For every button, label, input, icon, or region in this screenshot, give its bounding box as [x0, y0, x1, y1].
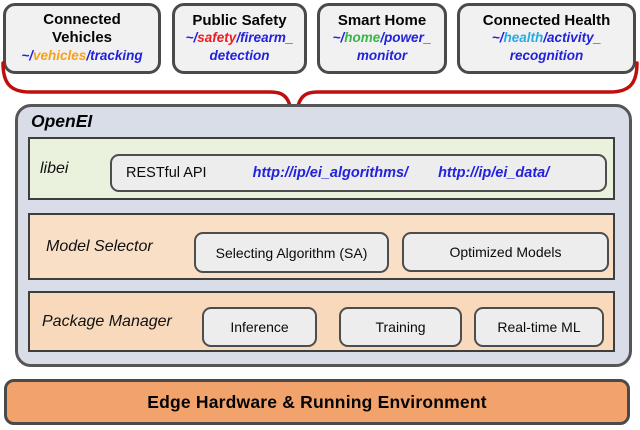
api-url-algorithms: http://ip/ei_algorithms/ — [252, 165, 409, 181]
restful-api-label: RESTful API — [126, 165, 207, 181]
training-box: Training — [339, 307, 462, 347]
path-segment: health — [503, 30, 544, 46]
app-box-smart-home: Smart Home ~/home/power_ monitor — [317, 3, 447, 74]
app-path: ~/home/power_ — [333, 30, 432, 46]
api-url-data: http://ip/ei_data/ — [438, 165, 550, 181]
path-segment: ~/ — [21, 48, 34, 64]
realtime-ml-label: Real-time ML — [497, 319, 581, 335]
path-segment: /firearm_ — [236, 30, 294, 46]
app-box-connected-health: Connected Health ~/health/activity_ reco… — [457, 3, 636, 74]
app-title: Connected — [43, 11, 121, 29]
app-path: ~/safety/firearm_ — [186, 30, 294, 46]
path-segment: ~/ — [185, 30, 198, 46]
restful-api-box: RESTful API http://ip/ei_algorithms/ htt… — [110, 154, 607, 192]
training-label: Training — [375, 319, 426, 335]
inference-label: Inference — [230, 319, 289, 335]
app-path: ~/vehicles/tracking — [21, 48, 142, 64]
path-segment: ~/ — [332, 30, 345, 46]
path-segment: vehicles — [33, 48, 87, 64]
app-path: monitor — [357, 48, 407, 64]
app-box-connected-vehicles: Connected Vehicles ~/vehicles/tracking — [3, 3, 161, 74]
path-segment: recognition — [509, 47, 584, 63]
layer-libei: libei RESTful API http://ip/ei_algorithm… — [28, 137, 615, 200]
path-segment: safety — [197, 30, 237, 46]
path-segment: /power_ — [380, 30, 432, 46]
package-manager-label: Package Manager — [42, 312, 172, 330]
app-box-public-safety: Public Safety ~/safety/firearm_ detectio… — [172, 3, 307, 74]
layer-package-manager: Package Manager Inference Training Real-… — [28, 291, 615, 352]
app-path: recognition — [510, 48, 584, 64]
app-path: detection — [209, 48, 269, 64]
path-segment: /tracking — [86, 48, 143, 64]
path-segment: /activity_ — [543, 30, 602, 46]
inference-box: Inference — [202, 307, 317, 347]
optimized-models-label: Optimized Models — [449, 244, 562, 260]
path-segment: home — [344, 30, 381, 46]
path-segment: monitor — [356, 47, 408, 63]
app-path: ~/health/activity_ — [492, 30, 601, 46]
libei-label: libei — [40, 159, 69, 177]
openei-label: OpenEI — [31, 111, 93, 131]
optimized-models-box: Optimized Models — [402, 232, 609, 272]
app-title: Public Safety — [192, 11, 287, 29]
path-segment: detection — [209, 47, 270, 63]
layer-model-selector: Model Selector Selecting Algorithm (SA) … — [28, 213, 615, 280]
selecting-algorithm-label: Selecting Algorithm (SA) — [215, 244, 368, 261]
app-title: Vehicles — [51, 29, 113, 47]
model-selector-label: Model Selector — [46, 237, 153, 255]
realtime-ml-box: Real-time ML — [474, 307, 604, 347]
selecting-algorithm-box: Selecting Algorithm (SA) — [194, 232, 389, 273]
app-title: Connected Health — [482, 11, 611, 29]
path-segment: ~/ — [491, 30, 504, 46]
app-title: Smart Home — [337, 11, 427, 29]
edge-hardware-bar: Edge Hardware & Running Environment — [4, 379, 630, 425]
edge-hardware-label: Edge Hardware & Running Environment — [147, 391, 487, 412]
